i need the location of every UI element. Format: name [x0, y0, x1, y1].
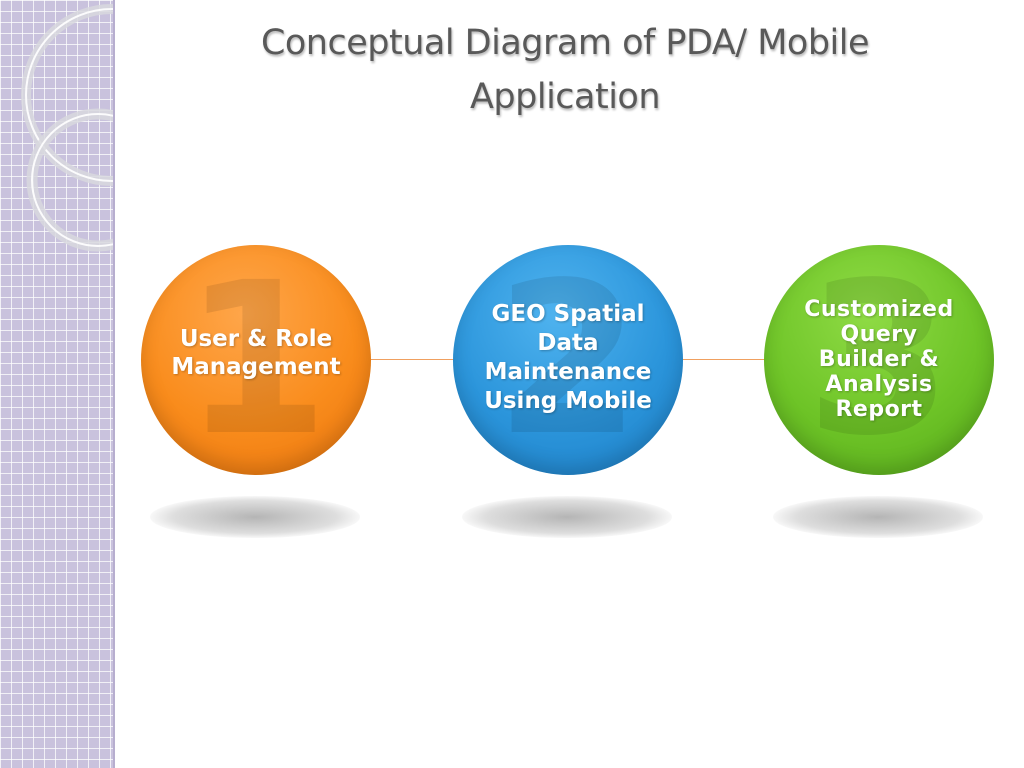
- node-shadow-3: [773, 496, 983, 538]
- sidebar-grid-decoration: [0, 0, 115, 768]
- connector-2-3: [672, 359, 772, 360]
- node-shadow-1: [150, 496, 360, 538]
- slide-title: Conceptual Diagram of PDA/ Mobile Applic…: [140, 16, 990, 124]
- title-line-1: Conceptual Diagram of PDA/ Mobile: [260, 23, 870, 63]
- node-shadow-2: [462, 496, 672, 538]
- title-line-2: Application: [469, 77, 661, 117]
- connector-1-2: [360, 359, 460, 360]
- ring-decoration-icon: [21, 4, 113, 252]
